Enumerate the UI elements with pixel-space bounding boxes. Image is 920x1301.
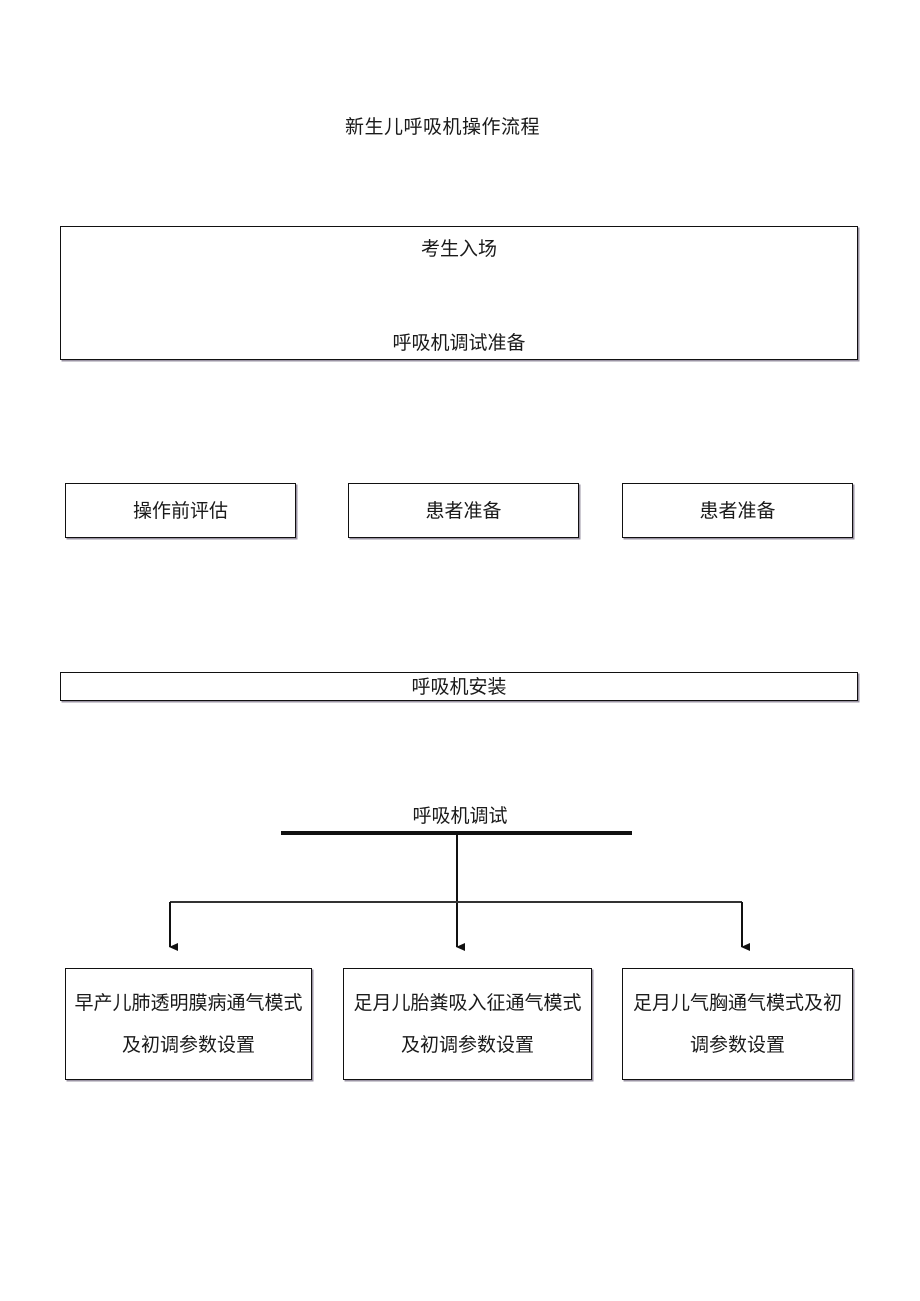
mode-box-preterm-hmd: 早产儿肺透明膜病通气模式及初调参数设置: [65, 968, 312, 1080]
branch-connector: [169, 835, 750, 951]
stage-box-label: 操作前评估: [132, 499, 228, 522]
install-box: 呼吸机安装: [60, 672, 858, 701]
mode-box-label: 足月儿胎粪吸入征通气模式及初调参数设置: [353, 992, 582, 1056]
page-title: 新生儿呼吸机操作流程: [345, 116, 541, 138]
mode-box-label: 早产儿肺透明膜病通气模式及初调参数设置: [74, 992, 303, 1056]
debug-section-rule: [281, 831, 632, 835]
mode-box-label: 足月儿气胸通气模式及初调参数设置: [632, 992, 842, 1056]
stage-box-pre-assessment: 操作前评估: [65, 483, 296, 538]
stage-box-patient-prep-2: 患者准备: [622, 483, 853, 538]
mode-box-meconium-aspiration: 足月儿胎粪吸入征通气模式及初调参数设置: [343, 968, 592, 1080]
stage-box-patient-prep-1: 患者准备: [348, 483, 579, 538]
install-box-label: 呼吸机安装: [411, 675, 507, 698]
entry-preparation-box: 考生入场 呼吸机调试准备: [60, 226, 858, 360]
debug-section-label: 呼吸机调试: [412, 805, 508, 827]
mode-box-pneumothorax: 足月儿气胸通气模式及初调参数设置: [622, 968, 853, 1080]
stage-box-label: 患者准备: [425, 499, 502, 522]
stage-box-label: 患者准备: [699, 499, 776, 522]
entry-box-line-bottom: 呼吸机调试准备: [392, 332, 526, 354]
entry-box-line-top: 考生入场: [420, 238, 497, 260]
